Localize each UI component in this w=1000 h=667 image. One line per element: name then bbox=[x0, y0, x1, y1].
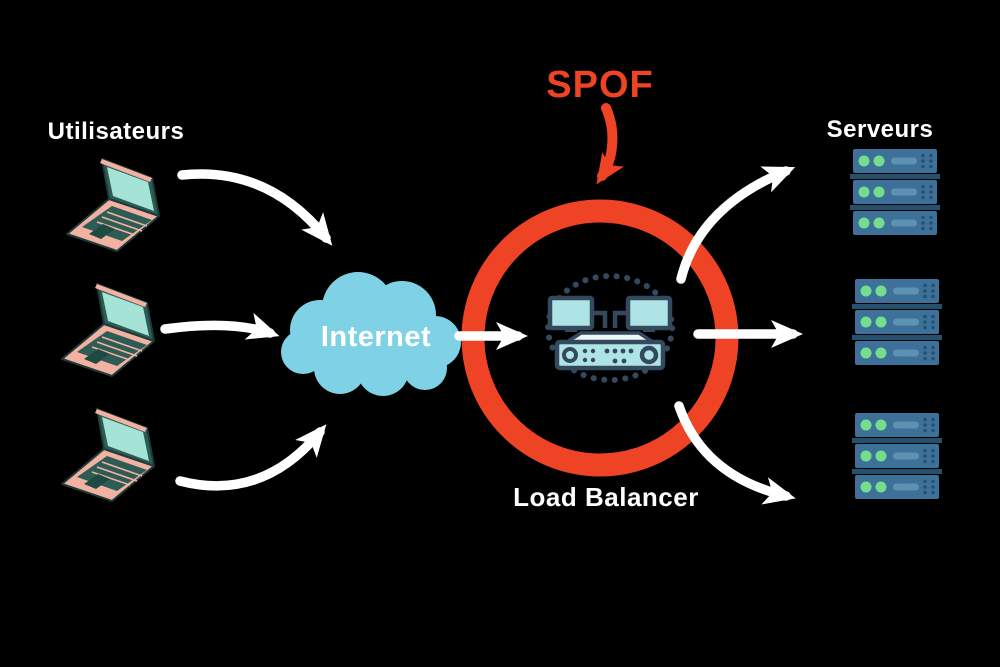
arrow-user3-to-internet bbox=[175, 424, 327, 491]
laptop-icon bbox=[61, 408, 155, 502]
flow-arrows bbox=[160, 166, 803, 505]
arrow-user1-to-internet bbox=[177, 169, 333, 246]
internet-label: Internet bbox=[320, 321, 432, 353]
spof-label: SPOF bbox=[546, 64, 654, 106]
internet-cloud-icon bbox=[281, 272, 461, 396]
users-label: Utilisateurs bbox=[47, 118, 185, 145]
server-rack-icon bbox=[850, 149, 940, 235]
spof-pointer-arrow bbox=[596, 103, 624, 185]
servers-label: Serveurs bbox=[826, 116, 934, 143]
arrow-lb-to-server3 bbox=[674, 401, 796, 505]
laptop-icon bbox=[61, 283, 155, 377]
arrow-lb-to-server1 bbox=[676, 166, 796, 284]
load-balancer-icon bbox=[545, 273, 675, 383]
server-rack-icon bbox=[852, 279, 942, 365]
arrow-user2-to-internet bbox=[160, 312, 280, 340]
load-balancer-label: Load Balancer bbox=[513, 482, 699, 512]
laptop-icon bbox=[66, 158, 160, 252]
server-rack-icon bbox=[852, 413, 942, 499]
